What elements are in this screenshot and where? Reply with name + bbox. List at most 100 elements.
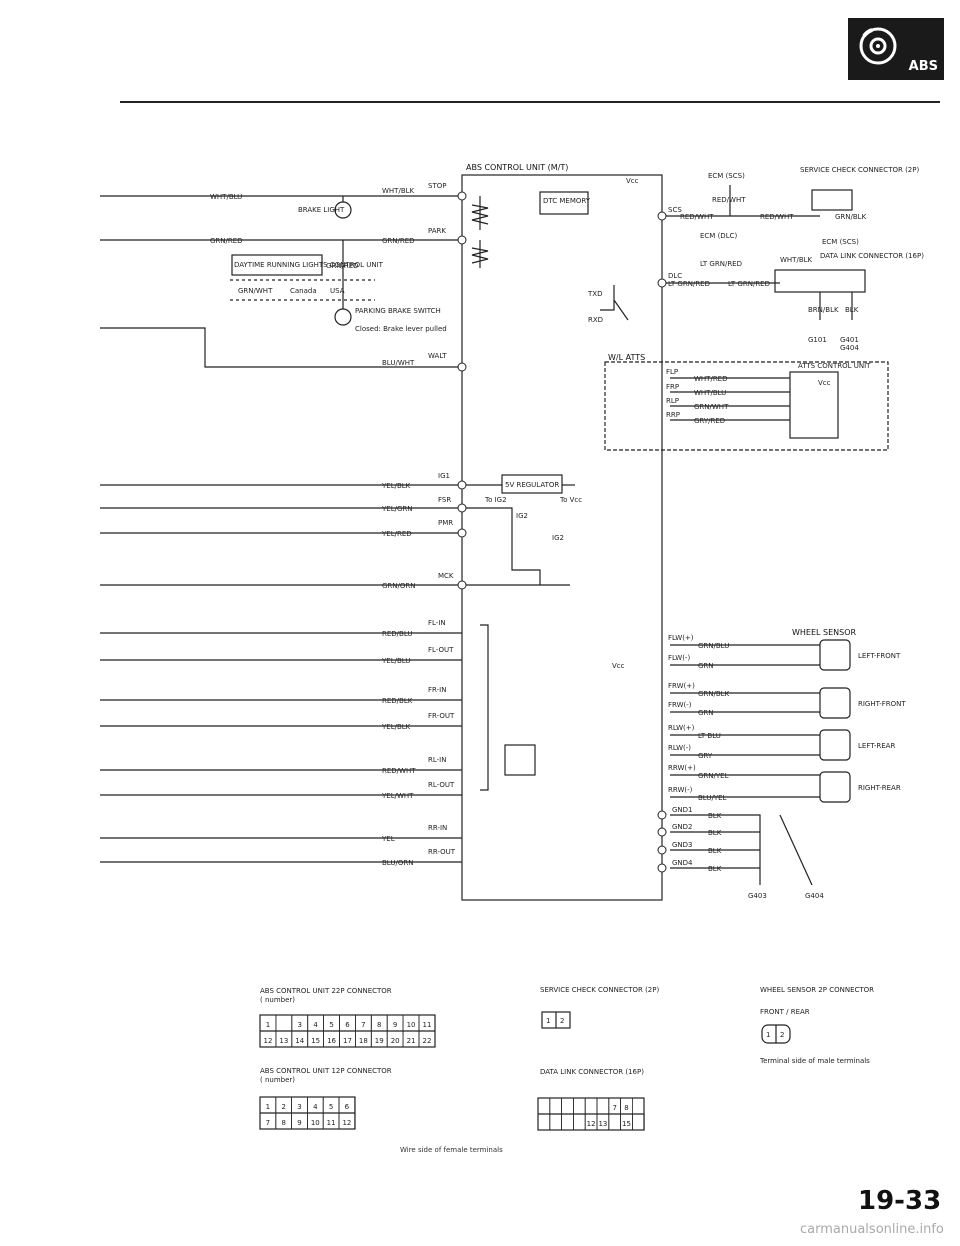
- c12p-title: ABS CONTROL UNIT 12P CONNECTOR: [260, 1067, 392, 1075]
- brake-light-label: BRAKE LIGHT: [298, 206, 345, 214]
- abs-badge: ABS: [848, 18, 944, 80]
- grn-blk: GRN/BLK: [835, 213, 867, 221]
- c22p-pin-label: 1: [266, 1021, 270, 1029]
- pos-left-front: LEFT-FRONT: [858, 652, 901, 660]
- wire-blu-wht: BLU/WHT: [382, 359, 415, 367]
- unit-title: ABS CONTROL UNIT (M/T): [466, 163, 568, 172]
- to-vcc: To Vcc: [559, 496, 582, 504]
- c12p-note: ( number): [260, 1076, 295, 1084]
- dlc-cell: [573, 1097, 586, 1115]
- sensor-pin-0: FLW(+): [668, 634, 694, 642]
- wire-yel-blk: YEL/BLK: [381, 482, 411, 490]
- pin-gnd1: [657, 810, 667, 820]
- usa-label: USA: [330, 287, 345, 295]
- ws-title: WHEEL SENSOR 2P CONNECTOR: [760, 986, 874, 994]
- gnd-pin-2: GND3: [672, 841, 693, 849]
- gnd-pin-1: GND2: [672, 823, 693, 831]
- c12p-pin-label: 12: [342, 1119, 351, 1127]
- c22p-pin-label: 16: [327, 1037, 336, 1045]
- pos-right-front: RIGHT-FRONT: [858, 700, 906, 708]
- c22p-pin-label: 9: [393, 1021, 397, 1029]
- c22p-pin-label: 13: [279, 1037, 288, 1045]
- data-link-title: DATA LINK CONNECTOR (16P): [820, 252, 924, 260]
- dlc-cell: [573, 1113, 586, 1131]
- sensor-pin-6: RRW(+): [668, 764, 696, 772]
- dlc-pin-label: 15: [622, 1120, 631, 1128]
- pin-park: [457, 235, 467, 245]
- ws-pin-1: 1: [766, 1031, 770, 1039]
- pos-right-rear: RIGHT-REAR: [858, 784, 901, 792]
- drl-label: DAYTIME RUNNING LIGHTS CONTROL UNIT: [234, 261, 384, 269]
- ws-pin-2: 2: [780, 1031, 784, 1039]
- brake-disc-icon: [859, 27, 897, 65]
- sol-pin-2: FR-IN: [428, 686, 446, 694]
- dlc-cell: [632, 1113, 645, 1131]
- atts-wire-0: WHT/RED: [694, 375, 728, 383]
- wire-grn-red-b: GRN/RED: [382, 237, 415, 245]
- atts-pin-3: RRP: [666, 411, 680, 419]
- gnd-wire-2: BLK: [708, 847, 722, 855]
- sensor-pin-1: FLW(-): [668, 654, 690, 662]
- txd-label: TXD: [587, 290, 602, 298]
- blk: BLK: [845, 306, 859, 314]
- atts-wire-2: GRN/WHT: [694, 403, 729, 411]
- vcc-atts: Vcc: [818, 379, 831, 387]
- c22p-pin-label: 21: [407, 1037, 416, 1045]
- atts-wire-3: GRY/RED: [694, 417, 725, 425]
- footnote: Wire side of female terminals: [400, 1146, 503, 1154]
- parking-switch-label: PARKING BRAKE SWITCH: [355, 307, 441, 315]
- parking-note: Closed: Brake lever pulled: [355, 325, 447, 333]
- c12p-pin-label: 2: [281, 1103, 285, 1111]
- c22p-pin-label: 4: [313, 1021, 318, 1029]
- abs-label: ABS: [908, 59, 938, 74]
- lt-grn-red-2: LT GRN/RED: [668, 280, 710, 288]
- page-number: 19-33: [858, 1186, 942, 1216]
- canada-label: Canada: [290, 287, 317, 295]
- c22p-pin-label: 14: [295, 1037, 304, 1045]
- sol-pin-3: FR-OUT: [428, 712, 455, 720]
- gnd-wire-3: BLK: [708, 865, 722, 873]
- wire-yel-red: YEL/RED: [381, 530, 412, 538]
- ecm-scs: ECM (SCS): [708, 172, 745, 180]
- c22p-pin-label: 11: [422, 1021, 431, 1029]
- parking-brake-switch: [334, 308, 352, 326]
- atts-pin-2: RLP: [666, 397, 679, 405]
- dlc-pin-label: 12: [587, 1120, 596, 1128]
- c12p-pin-label: 9: [297, 1119, 301, 1127]
- sensor-wire-2: GRN/BLK: [698, 690, 730, 698]
- sensor-wire-4: LT BLU: [698, 732, 721, 740]
- svc-pin-1: 1: [546, 1017, 550, 1025]
- c22p-pin-label: 18: [359, 1037, 368, 1045]
- dlc-cell: [584, 1097, 598, 1115]
- pin-gnd2: [657, 827, 667, 837]
- sensor-pin-5: RLW(-): [668, 744, 691, 752]
- c12p-pin-label: 10: [311, 1119, 320, 1127]
- sol-wire-1: YEL/BLU: [381, 657, 410, 665]
- pin-gnd4: [657, 863, 667, 873]
- gnd-pin-0: GND1: [672, 806, 693, 814]
- sensor-pin-4: RLW(+): [668, 724, 695, 732]
- g403: G403: [748, 892, 767, 900]
- svc-title: SERVICE CHECK CONNECTOR (2P): [540, 986, 659, 994]
- wheel-sensor-title: WHEEL SENSOR: [792, 628, 857, 637]
- dlc-cell: [537, 1097, 551, 1115]
- red-wht-3: RED/WHT: [760, 213, 794, 221]
- g404-top: G404: [840, 344, 859, 352]
- sol-wire-3: YEL/BLK: [381, 723, 411, 731]
- atts-title: W/L ATTS: [608, 353, 645, 362]
- drl-unit-box: [231, 254, 323, 276]
- dlc-pin-label: 8: [624, 1104, 628, 1112]
- sol-pin-5: RL-OUT: [428, 781, 455, 789]
- gnd-pin-3: GND4: [672, 859, 693, 867]
- c12p-pin-label: 7: [266, 1119, 270, 1127]
- pin-gnd3: [657, 845, 667, 855]
- ecm-dlc: ECM (DLC): [700, 232, 737, 240]
- c22p-cell: [275, 1014, 293, 1032]
- dtc-label: DTC MEMORY: [543, 197, 591, 205]
- sensor-wire-5: GRY: [698, 752, 713, 760]
- sol-wire-4: RED/WHT: [382, 767, 416, 775]
- dlc-pin-label: 13: [598, 1120, 607, 1128]
- c22p-pin-label: 12: [263, 1037, 272, 1045]
- sol-pin-0: FL-IN: [428, 619, 446, 627]
